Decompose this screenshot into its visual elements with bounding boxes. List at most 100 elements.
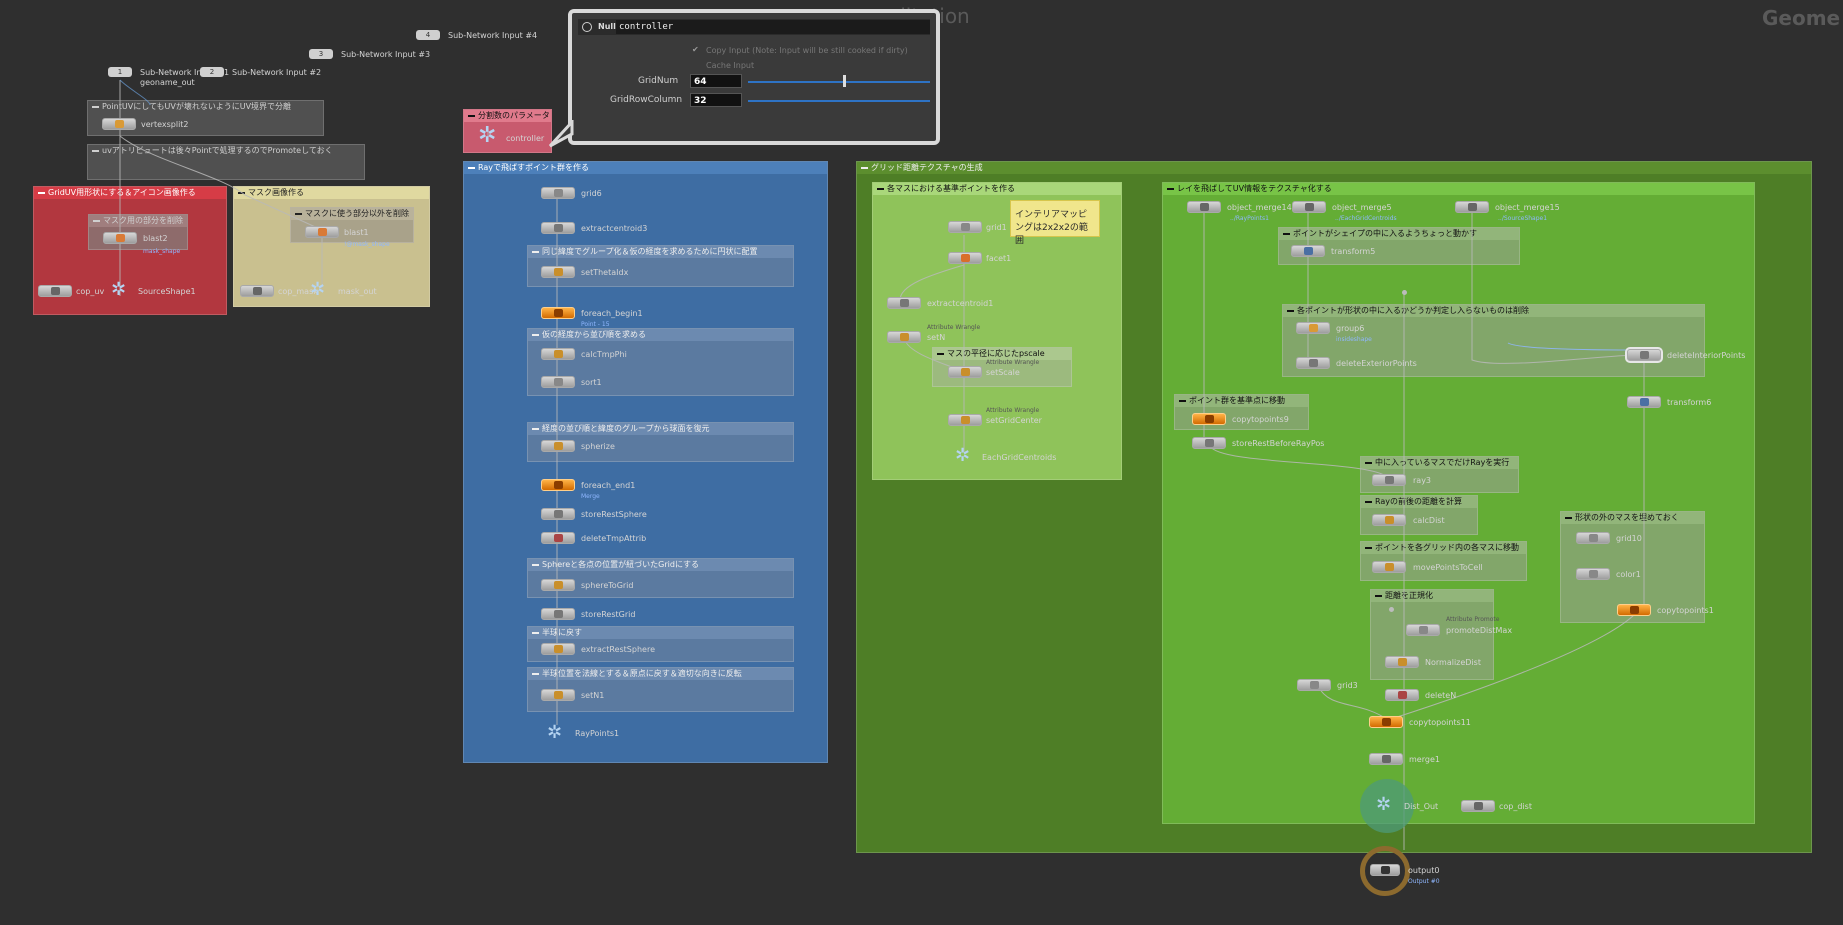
node-cop-uv[interactable] [38,285,72,297]
gridnum-field[interactable]: 64 [690,74,742,88]
node-mask-out[interactable]: ✲ [310,279,326,300]
box-move-base[interactable]: ポイント群を基準点に移動 [1174,394,1309,430]
node-grid10[interactable] [1576,532,1610,544]
node-object-merge14[interactable] [1187,201,1221,213]
node-object-merge5[interactable] [1292,201,1326,213]
box-ray-inside[interactable]: 中に入っているマスでだけRayを実行 [1360,456,1519,493]
node-blast2[interactable] [103,232,137,244]
node-storerestgrid[interactable] [541,608,575,620]
box-mask-part-del[interactable]: マスク用の部分を削除 [88,214,188,250]
node-eachgridcentroids[interactable]: ✲ [955,445,971,466]
node-movepointstocell-label: movePointsToCell [1413,563,1483,572]
node-name-field[interactable]: controller [616,20,930,34]
sticky-note[interactable]: インテリアマッピングは2x2x2の範囲 [1010,200,1100,246]
box-title: 分割数のパラメータ [464,110,551,122]
box-uv-attr[interactable]: uvアトリビュートは後々Pointで処理するのでPromoteしておく [87,144,365,180]
node-copytopoints11[interactable] [1369,716,1403,728]
copy-icon [1205,415,1214,423]
dot-node[interactable] [1402,290,1407,295]
node-extractrestsphere-label: extractRestSphere [581,645,655,654]
node-setn1[interactable] [541,689,575,701]
node-deleteexteriorpoints[interactable] [1296,357,1330,369]
node-copytopoints1[interactable] [1617,604,1651,616]
subnet-input-3[interactable]: 3 [309,49,333,59]
node-ray3[interactable] [1372,474,1406,486]
node-copytopoints9[interactable] [1192,413,1226,425]
node-merge1[interactable] [1369,753,1403,765]
subnet-input-4[interactable]: 4 [416,30,440,40]
node-deleteinteriorpoints[interactable] [1625,347,1663,363]
node-cop-uv-label: cop_uv [76,287,105,296]
node-foreach-begin1[interactable] [541,307,575,319]
node-blast1[interactable] [305,226,339,238]
node-setscale[interactable] [948,366,982,378]
node-movepointstocell[interactable] [1372,561,1406,573]
copy-input-checkbox[interactable]: ✔ [692,45,699,54]
subnet-input-2-label: Sub-Network Input #2 [232,68,322,77]
node-spherize[interactable] [541,440,575,452]
box-sphere-grid[interactable]: Sphereと各点の位置が紐づいたGridにする [527,558,794,598]
delete-icon [1309,359,1318,367]
grid-icon [554,189,563,197]
node-transform6[interactable] [1627,396,1661,408]
node-setgridcenter[interactable] [948,414,982,426]
gridnum-slider-handle[interactable] [843,75,847,87]
box-title: レイを飛ばしてUV情報をテクスチャ化する [1163,183,1754,195]
node-setthetaidx[interactable] [541,266,575,278]
node-extractcentroid1[interactable] [887,297,921,309]
box-title: 半球位置を法線とする＆原点に戻す＆適切な向きに反転 [528,668,793,680]
node-storerestsphere[interactable] [541,508,575,520]
node-grid6[interactable] [541,187,575,199]
node-extractrestsphere[interactable] [541,643,575,655]
node-vertexsplit2[interactable] [102,118,136,130]
node-storerestbeforeraypos[interactable] [1192,437,1226,449]
node-object-merge15[interactable] [1455,201,1489,213]
node-normalizedist[interactable] [1385,656,1419,668]
node-spheretogrid[interactable] [541,579,575,591]
parameter-window[interactable]: Null controller ✔ Copy Input (Note: Inpu… [568,9,940,145]
node-color1[interactable] [1576,568,1610,580]
node-grid1[interactable] [948,221,982,233]
box-title: 各ポイントが形状の中に入るかどうか判定し入らないものは削除 [1283,305,1704,317]
subnet-input-1[interactable]: 1 [108,67,132,77]
box-normal-fix[interactable]: 半球位置を法線とする＆原点に戻す＆適切な向きに反転 [527,667,794,712]
node-facet1[interactable] [948,252,982,264]
node-deletetmpattrib[interactable] [541,532,575,544]
facet-icon [961,254,970,262]
node-foreach-end1[interactable] [541,479,575,491]
node-controller[interactable]: ✲ [478,123,497,148]
gridnum-slider[interactable] [748,81,930,83]
box-inside-check[interactable]: 各ポイントが形状の中に入るかどうか判定し入らないものは削除 [1282,304,1705,377]
node-calcdist[interactable] [1372,514,1406,526]
subnet-input-2[interactable]: 2 [200,67,224,77]
node-transform5[interactable] [1291,245,1325,257]
node-deleten[interactable] [1385,689,1419,701]
blast-icon [318,228,327,236]
node-raypoints1-label: RayPoints1 [575,729,620,738]
node-output0[interactable] [1370,864,1400,876]
node-group6[interactable] [1296,322,1330,334]
gridrowcolumn-slider[interactable] [748,100,930,102]
dot-node[interactable] [1389,607,1394,612]
node-extractcentroid3[interactable] [541,222,575,234]
box-title: Rayの前後の距離を計算 [1361,496,1477,508]
node-object-merge14-sub: ../RayPoints1 [1230,215,1269,222]
node-calctmpphi[interactable] [541,348,575,360]
node-cop-dist[interactable] [1461,800,1495,812]
node-grid3[interactable] [1297,679,1331,691]
node-setgridcenter-sub: Attribute Wrangle [986,407,1040,414]
box-title: 中に入っているマスでだけRayを実行 [1361,457,1518,469]
node-promotedistmax[interactable] [1406,624,1440,636]
node-storerestgrid-label: storeRestGrid [581,610,636,619]
box-subdiv-params[interactable]: 分割数のパラメータ [463,109,552,153]
attrib-delete-icon [554,534,563,542]
loop-icon [554,481,563,489]
node-sourceshape1[interactable]: ✲ [111,279,127,300]
node-setn[interactable] [887,331,921,343]
node-raypoints1[interactable]: ✲ [547,722,563,743]
node-dist-out[interactable]: ✲ [1376,794,1392,815]
gridrowcolumn-field[interactable]: 32 [690,93,742,107]
node-cop-mask[interactable] [240,285,274,297]
node-transform5-label: transform5 [1331,247,1376,256]
node-sort1[interactable] [541,376,575,388]
